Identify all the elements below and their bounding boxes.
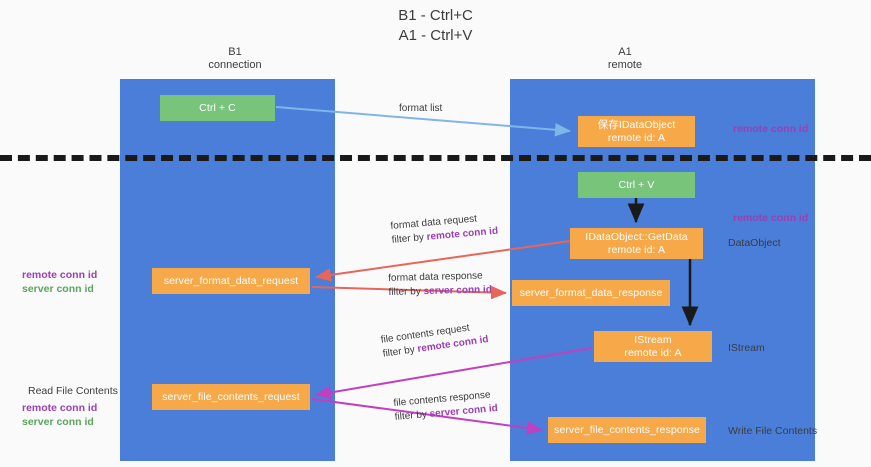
node-ctrl-c[interactable]: Ctrl + C bbox=[160, 95, 275, 121]
annotation-remote-conn-id-mid: remote conn id bbox=[733, 212, 809, 224]
annotation-server-conn-id-a: server conn id bbox=[22, 283, 94, 295]
node-save-idataobject[interactable]: 保存IDataObject remote id: A bbox=[578, 116, 695, 147]
node-istream[interactable]: IStream remote id: A bbox=[594, 331, 712, 362]
node-server-file-contents-request[interactable]: server_file_contents_request bbox=[152, 384, 310, 410]
connector-format-data-request bbox=[315, 240, 571, 282]
filter-prefix: filter by bbox=[394, 408, 431, 423]
label-format-list-line1: format list bbox=[399, 103, 443, 114]
annotation-write-file-contents: Write File Contents bbox=[728, 425, 818, 437]
node-ctrl-v[interactable]: Ctrl + V bbox=[578, 172, 695, 198]
label-format-list: format list bbox=[399, 102, 442, 116]
connector-file-contents-response bbox=[311, 398, 543, 435]
connector-file-contents-request bbox=[315, 347, 593, 400]
column-header-a1: A1 remote bbox=[607, 46, 643, 71]
annotation-istream: IStream bbox=[728, 342, 765, 354]
node-server-format-data-response[interactable]: server_format_data_response bbox=[512, 280, 670, 306]
annotation-remote-conn-id-b: remote conn id bbox=[22, 402, 98, 414]
annotation-left-conn-ids-bottom: remote conn id server conn id bbox=[22, 401, 97, 429]
connector-format-data-response bbox=[311, 285, 507, 300]
filter-prefix: filter by bbox=[391, 231, 428, 246]
node-server-file-contents-response[interactable]: server_file_contents_response bbox=[548, 417, 706, 443]
connector-format-list bbox=[275, 106, 571, 137]
annotation-read-file-contents: Read File Contents bbox=[28, 385, 118, 397]
annotation-dataobject: DataObject bbox=[728, 237, 781, 249]
filter-prefix: filter by bbox=[382, 343, 419, 360]
phase-divider bbox=[0, 155, 871, 161]
annotation-server-conn-id-b: server conn id bbox=[22, 416, 94, 428]
annotation-left-conn-ids-top: remote conn id server conn id bbox=[22, 268, 97, 296]
filter-prefix: filter by bbox=[388, 286, 424, 298]
node-server-format-data-request[interactable]: server_format_data_request bbox=[152, 268, 310, 294]
label-format-data-response-filter: filter by server conn id bbox=[388, 283, 492, 300]
node-idataobject-getdata[interactable]: IDataObject::GetData remote id: A bbox=[570, 228, 703, 259]
annotation-remote-conn-id-a: remote conn id bbox=[22, 269, 98, 281]
diagram-title: B1 - Ctrl+C A1 - Ctrl+V bbox=[398, 7, 473, 44]
filter-key-server-conn-id: server conn id bbox=[423, 284, 493, 298]
label-format-data-response: format data response filter by server co… bbox=[388, 269, 492, 300]
annotation-remote-conn-id-top: remote conn id bbox=[733, 123, 809, 135]
column-header-b1: B1 connection bbox=[208, 46, 262, 71]
